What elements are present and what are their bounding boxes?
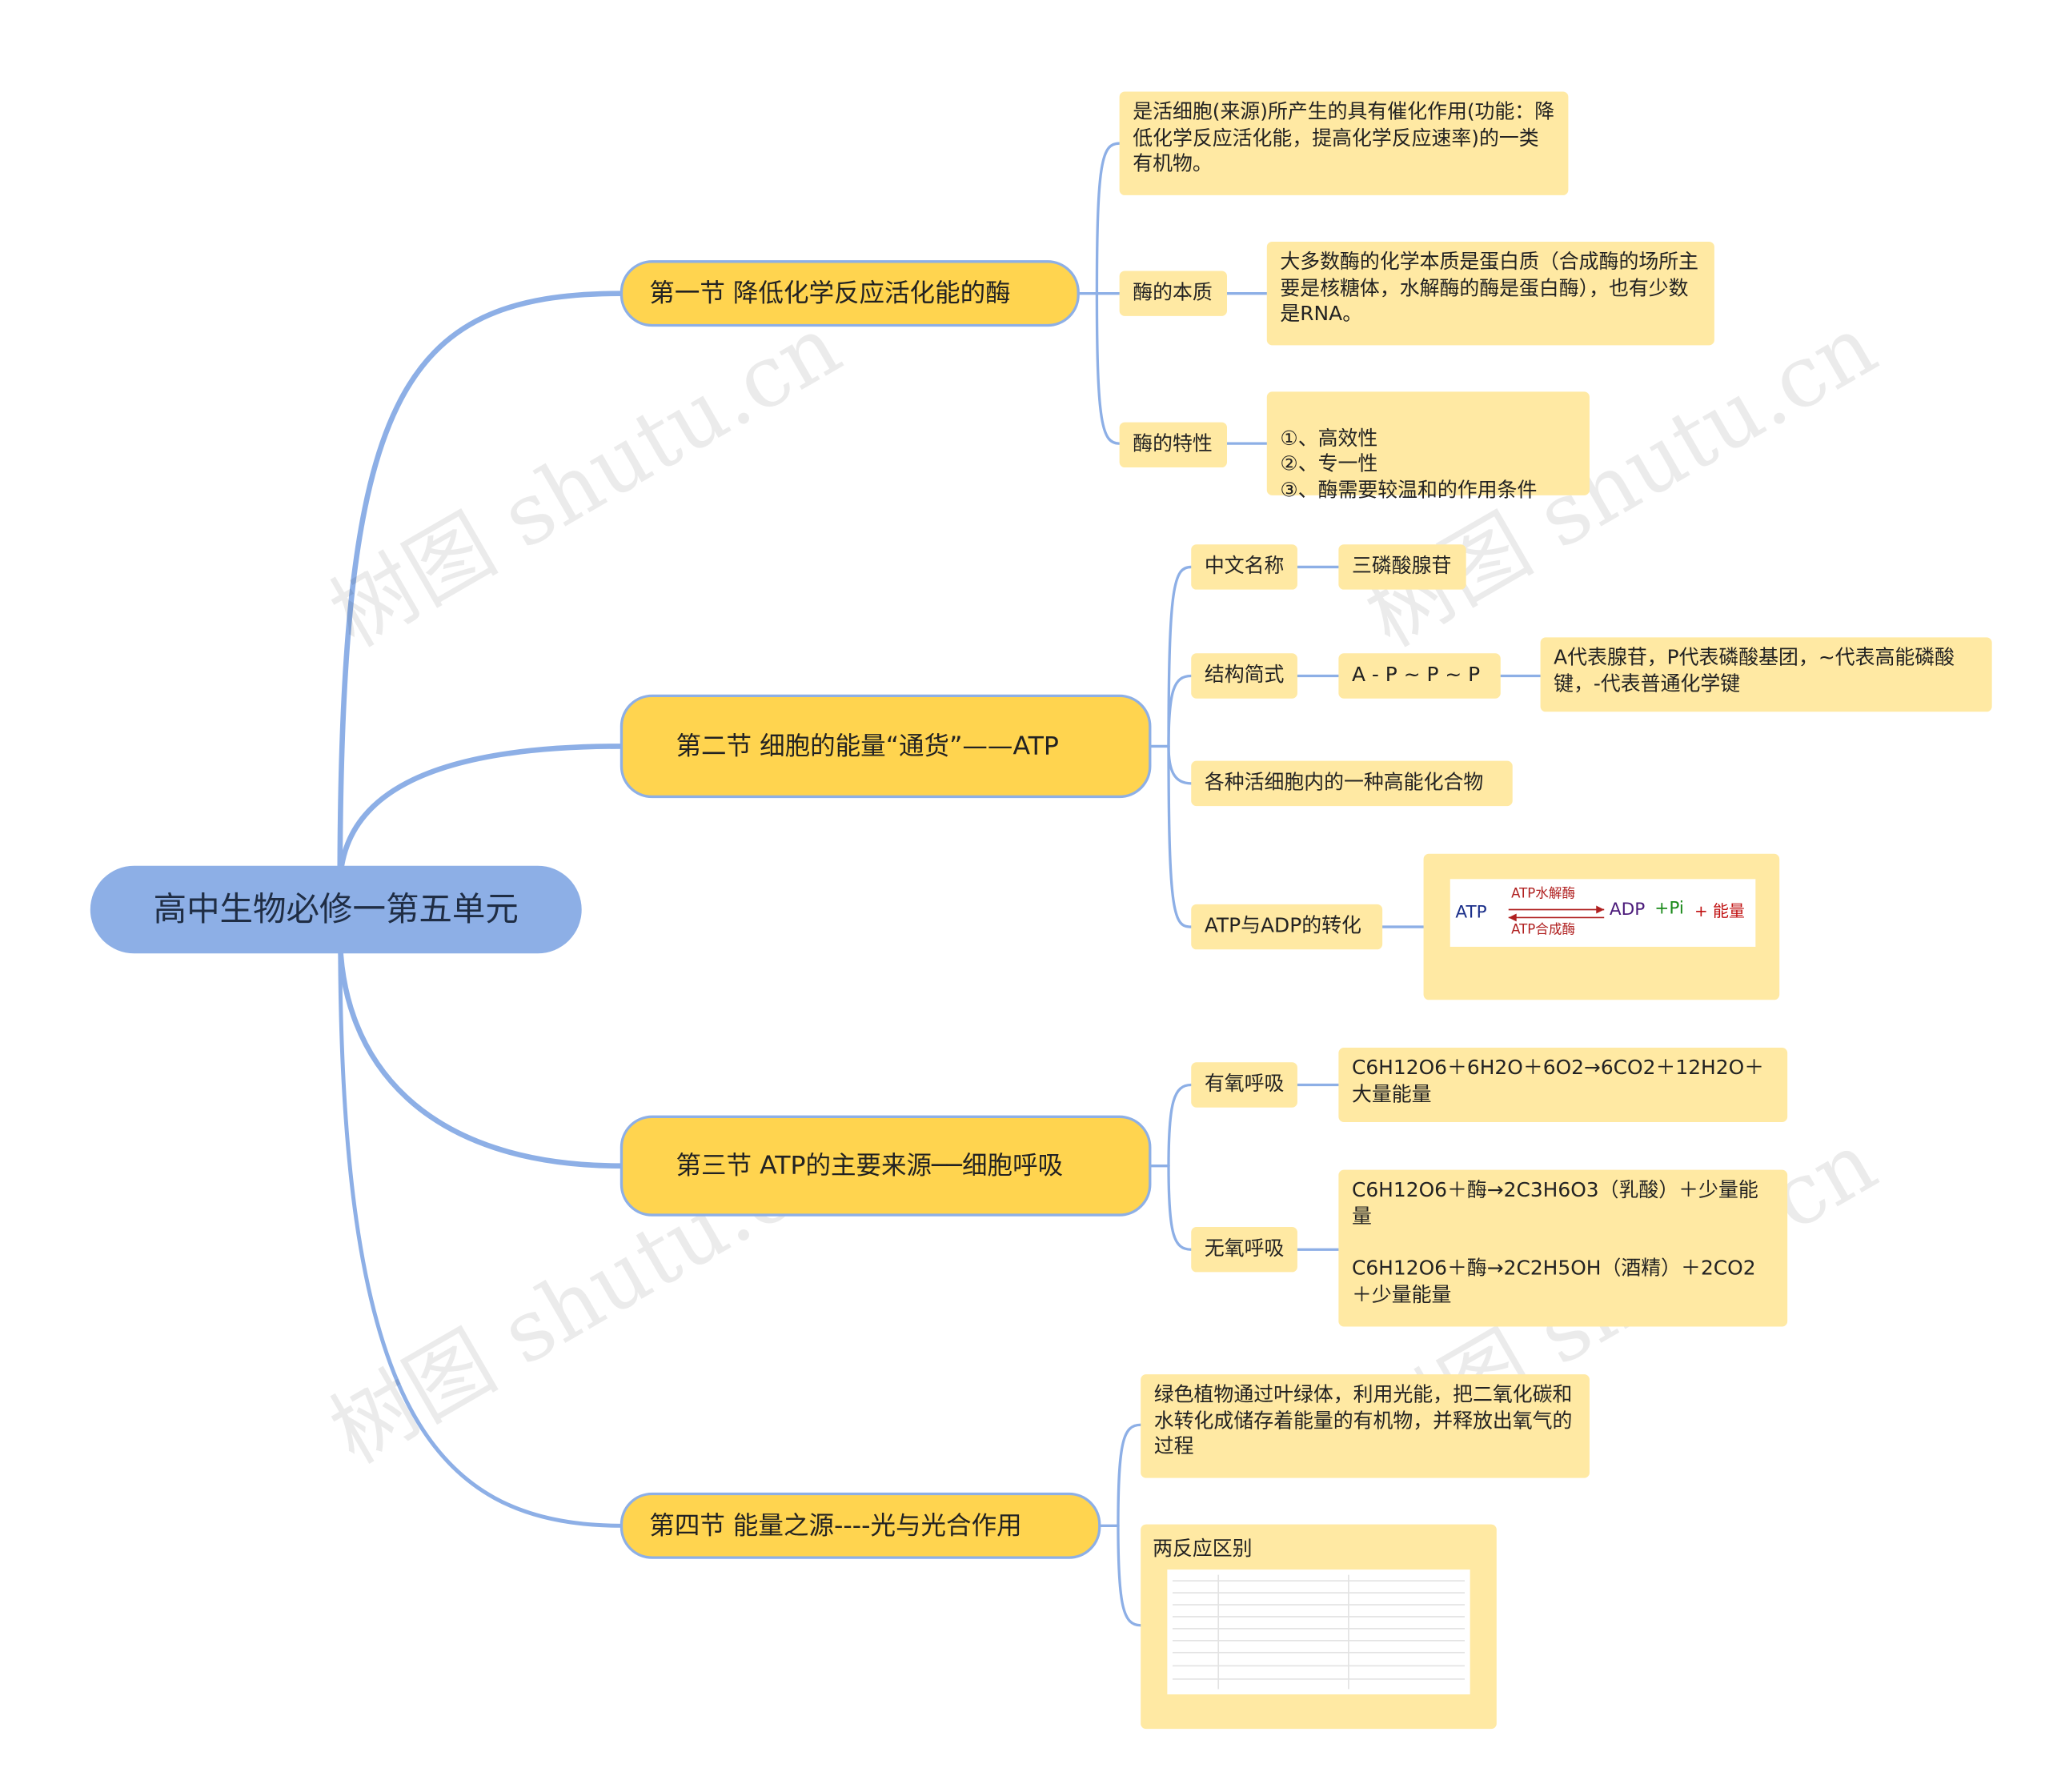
conv-energy: + 能量 [1694, 901, 1745, 920]
atp-formula-node[interactable]: 结构简式 [1191, 653, 1297, 699]
enzyme-traits-detail-node[interactable]: ①、高效性 ②、专一性 ③、酶需要较温和的作用条件 [1266, 391, 1590, 501]
anaerobic-node[interactable]: 无氧呼吸 [1191, 1227, 1297, 1273]
enzyme-traits-label: 酶的特性 [1133, 431, 1213, 456]
aerobic-equation: C6H12O6＋6H2O＋6O2→6CO2＋12H2O＋大量能量 [1351, 1055, 1765, 1106]
root-topic[interactable]: 高中生物必修一第五单元 [90, 865, 582, 954]
conv-pi: +Pi [1654, 899, 1684, 920]
atp-name-node[interactable]: 中文名称 [1191, 544, 1297, 590]
section-1-label: 第一节 降低化学反应活化能的酶 [649, 278, 1011, 308]
aerobic-equation-node[interactable]: C6H12O6＋6H2O＋6O2→6CO2＋12H2O＋大量能量 [1338, 1048, 1788, 1122]
atp-formula-value-node[interactable]: A - P ~ P ~ P [1338, 653, 1501, 699]
section-2-label: 第二节 细胞的能量“通货”——ATP [676, 731, 1059, 761]
atp-convert-image-node[interactable]: ATP ATP水解酶 ATP合成酶 ADP +Pi + 能量 [1423, 853, 1780, 1000]
photosynthesis-definition-node[interactable]: 绿色植物通过叶绿体，利用光能，把二氧化碳和水转化成储存着能量的有机物，并释放出氧… [1141, 1374, 1590, 1478]
enzyme-traits-node[interactable]: 酶的特性 [1119, 422, 1228, 468]
conv-arrows-icon [1508, 905, 1605, 922]
atp-name-value: 三磷酸腺苷 [1351, 554, 1452, 579]
anaerobic-label: 无氧呼吸 [1204, 1237, 1285, 1261]
enzyme-definition-node[interactable]: 是活细胞(来源)所产生的具有催化作用(功能：降低化学反应活化能，提高化学反应速率… [1119, 91, 1569, 195]
section-4-topic[interactable]: 第四节 能量之源----光与光合作用 [620, 1492, 1101, 1559]
atp-compound-node[interactable]: 各种活细胞内的一种高能化合物 [1191, 760, 1513, 807]
conv-adp: ADP [1609, 900, 1646, 920]
conv-enzyme-bottom: ATP合成酶 [1511, 923, 1576, 938]
conv-enzyme-top: ATP水解酶 [1511, 887, 1576, 902]
enzyme-essence-detail-node[interactable]: 大多数酶的化学本质是蛋白质（合成酶的场所主要是核糖体，水解酶的酶是蛋白酶），也有… [1266, 241, 1714, 346]
root-topic-label: 高中生物必修一第五单元 [153, 889, 519, 928]
reaction-diff-label: 两反应区别 [1153, 1536, 1253, 1561]
enzyme-definition-text: 是活细胞(来源)所产生的具有催化作用(功能：降低化学反应活化能，提高化学反应速率… [1133, 99, 1555, 176]
enzyme-traits-detail-text: ①、高效性 ②、专一性 ③、酶需要较温和的作用条件 [1280, 425, 1538, 502]
anaerobic-equation-alcohol: C6H12O6＋酶→2C2H5OH（酒精）＋2CO2＋少量能量 [1351, 1256, 1756, 1306]
reaction-comparison-table-image [1167, 1570, 1470, 1695]
atp-adp-conversion-image: ATP ATP水解酶 ATP合成酶 ADP +Pi + 能量 [1450, 879, 1756, 947]
atp-formula-value: A - P ~ P ~ P [1351, 663, 1481, 688]
section-2-topic[interactable]: 第二节 细胞的能量“通货”——ATP [620, 694, 1152, 799]
reaction-diff-node[interactable]: 两反应区别 [1141, 1524, 1497, 1730]
atp-name-label: 中文名称 [1204, 554, 1285, 579]
atp-formula-label: 结构简式 [1204, 663, 1285, 688]
atp-formula-note: A代表腺苷，P代表磷酸基团，~代表高能磷酸键，-代表普通化学键 [1554, 645, 1955, 696]
enzyme-essence-label: 酶的本质 [1133, 280, 1213, 305]
atp-convert-node[interactable]: ATP与ADP的转化 [1191, 904, 1383, 950]
section-3-topic[interactable]: 第三节 ATP的主要来源──细胞呼吸 [620, 1115, 1152, 1217]
aerobic-label: 有氧呼吸 [1204, 1072, 1285, 1096]
section-3-label: 第三节 ATP的主要来源──细胞呼吸 [676, 1150, 1064, 1181]
atp-name-value-node[interactable]: 三磷酸腺苷 [1338, 544, 1466, 590]
atp-formula-note-node[interactable]: A代表腺苷，P代表磷酸基团，~代表高能磷酸键，-代表普通化学键 [1540, 637, 1992, 712]
enzyme-essence-detail-text: 大多数酶的化学本质是蛋白质（合成酶的场所主要是核糖体，水解酶的酶是蛋白酶），也有… [1280, 249, 1699, 326]
anaerobic-equations-node[interactable]: C6H12O6＋酶→2C3H6O3（乳酸）＋少量能量 C6H12O6＋酶→2C2… [1338, 1169, 1788, 1327]
photosynthesis-definition-text: 绿色植物通过叶绿体，利用光能，把二氧化碳和水转化成储存着能量的有机物，并释放出氧… [1153, 1382, 1573, 1458]
anaerobic-equation-lactic: C6H12O6＋酶→2C3H6O3（乳酸）＋少量能量 [1351, 1177, 1758, 1228]
aerobic-node[interactable]: 有氧呼吸 [1191, 1062, 1297, 1108]
atp-compound-text: 各种活细胞内的一种高能化合物 [1204, 770, 1484, 795]
section-1-topic[interactable]: 第一节 降低化学反应活化能的酶 [620, 260, 1080, 327]
conv-atp: ATP [1455, 903, 1487, 924]
atp-convert-label: ATP与ADP的转化 [1204, 913, 1361, 938]
section-4-label: 第四节 能量之源----光与光合作用 [649, 1510, 1022, 1540]
enzyme-essence-node[interactable]: 酶的本质 [1119, 271, 1228, 316]
